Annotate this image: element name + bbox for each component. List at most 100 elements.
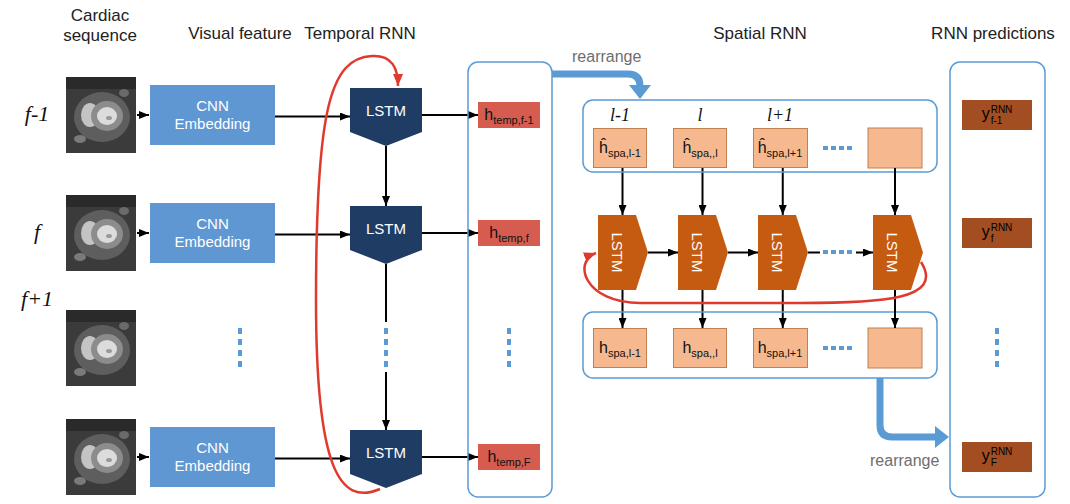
rearrange-arrow bbox=[880, 378, 936, 437]
column-heading: Spatial RNN bbox=[695, 24, 825, 44]
flow-arrow bbox=[275, 234, 350, 236]
symbol-base: h bbox=[487, 448, 496, 465]
rearrange-arrowhead bbox=[935, 426, 949, 448]
node-text: htemp,F bbox=[487, 448, 530, 466]
pentagon-outline bbox=[873, 215, 923, 290]
input-arrow bbox=[137, 114, 149, 116]
ellipsis-dots bbox=[384, 328, 388, 367]
symbol-subscript: spa,l+1 bbox=[767, 347, 803, 359]
ellipsis-dots bbox=[823, 250, 852, 254]
flow-arrow bbox=[782, 290, 784, 328]
node-text: hspa,l-1 bbox=[599, 339, 641, 357]
spatial-lstm-cell: LSTM bbox=[873, 215, 923, 290]
symbol-superscript: RNN bbox=[991, 446, 1013, 457]
cardiac-mri-frame bbox=[66, 310, 136, 386]
hidden-state-panel bbox=[468, 62, 552, 497]
node-text: ĥspa,l+1 bbox=[758, 139, 803, 157]
spatial-lstm-cell: LSTM bbox=[678, 215, 728, 290]
node-text: yRNNf bbox=[982, 222, 1013, 244]
flow-arrow bbox=[422, 114, 478, 116]
node-text: htemp,f bbox=[489, 224, 528, 242]
symbol-base: y bbox=[982, 447, 990, 464]
spatial-state-box: ĥspa,l-1 bbox=[593, 128, 647, 168]
symbol-base: ĥ bbox=[682, 139, 691, 156]
temporal-hidden-state: htemp,f-1 bbox=[478, 102, 540, 128]
cnn-embedding-box: CNN Embedding bbox=[150, 427, 275, 487]
spatial-state-box: hspa,l+1 bbox=[753, 328, 808, 368]
temporal-hidden-state: htemp,f bbox=[478, 220, 540, 246]
cardiac-mri-frame bbox=[66, 419, 136, 495]
rearrange-label: rearrange bbox=[572, 48, 662, 66]
symbol-subscript: spa,,l bbox=[691, 347, 717, 359]
ellipsis-patch bbox=[378, 322, 394, 372]
flow-arrow bbox=[728, 252, 758, 254]
pentagon-outline bbox=[598, 215, 648, 290]
spatial-input-panel bbox=[583, 100, 937, 172]
flow-arrow bbox=[702, 168, 704, 215]
index-stack: RNNf bbox=[991, 222, 1013, 244]
pentagon-outline bbox=[678, 215, 728, 290]
index-stack: RNNf-1 bbox=[991, 104, 1013, 126]
flow-arrow bbox=[648, 252, 678, 254]
flow-arrow bbox=[275, 458, 350, 460]
flow-arrow bbox=[275, 116, 350, 118]
symbol-base: y bbox=[982, 105, 990, 122]
node-text: ĥspa,l-1 bbox=[599, 139, 641, 157]
node-text: CNN Embedding bbox=[170, 97, 255, 133]
flow-arrow bbox=[702, 290, 704, 328]
node-text: LSTM bbox=[366, 444, 406, 461]
node-text: htemp,f-1 bbox=[484, 106, 533, 124]
node-text: LSTM bbox=[366, 102, 406, 119]
symbol-subscript: spa,,l bbox=[691, 147, 717, 159]
symbol-superscript: RNN bbox=[991, 222, 1013, 233]
symbol-subscript: temp,f-1 bbox=[493, 114, 533, 126]
spatial-state-box: ĥspa,,l bbox=[673, 128, 727, 168]
flow-arrow bbox=[385, 146, 387, 206]
column-heading: Visual feature bbox=[175, 24, 305, 44]
pentagon-outline bbox=[758, 215, 808, 290]
slice-index: l+1 bbox=[755, 105, 805, 126]
spatial-state-box: hspa,,l bbox=[673, 328, 727, 368]
node-text: LSTM bbox=[769, 232, 786, 272]
symbol-base: h bbox=[758, 339, 767, 356]
frame-index: f-1 bbox=[12, 101, 62, 127]
frame-index: f+1 bbox=[12, 286, 62, 312]
symbol-subscript: temp,f bbox=[498, 232, 529, 244]
prediction-box: yRNNF bbox=[962, 442, 1032, 472]
symbol-base: h bbox=[599, 339, 608, 356]
pentagon-outline bbox=[350, 88, 422, 146]
symbol-subscript: spa,l-1 bbox=[608, 347, 641, 359]
spatial-state-box: hspa,l-1 bbox=[593, 328, 647, 368]
flow-arrow bbox=[782, 168, 784, 215]
prediction-box: yRNNf bbox=[962, 218, 1032, 248]
empty-state-box bbox=[868, 128, 922, 168]
symbol-subscript: F bbox=[991, 457, 1013, 468]
temporal-lstm-cell: LSTM bbox=[350, 88, 422, 146]
rearrange-arrow bbox=[552, 74, 640, 86]
node-text: ĥspa,,l bbox=[682, 139, 717, 157]
symbol-subscript: f-1 bbox=[991, 115, 1013, 126]
column-heading: RNN predictions bbox=[921, 24, 1065, 44]
temporal-hidden-state: htemp,F bbox=[478, 444, 540, 470]
flow-arrow bbox=[422, 232, 478, 234]
cardiac-mri-frame bbox=[66, 195, 136, 271]
column-heading: Cardiac sequence bbox=[50, 6, 150, 46]
node-text: CNN Embedding bbox=[170, 439, 255, 475]
cnn-embedding-box: CNN Embedding bbox=[150, 203, 275, 263]
input-arrow bbox=[894, 168, 896, 215]
cardiac-mri-frame bbox=[66, 77, 136, 153]
rearrange-arrowhead bbox=[629, 85, 651, 99]
empty-state-box bbox=[868, 328, 922, 368]
prediction-panel bbox=[950, 62, 1045, 497]
pentagon-outline bbox=[350, 206, 422, 264]
spatial-lstm-cell: LSTM bbox=[598, 215, 648, 290]
node-text: CNN Embedding bbox=[170, 215, 255, 251]
node-text: hspa,,l bbox=[682, 339, 717, 357]
ellipsis-dots bbox=[238, 146, 999, 367]
cnn-embedding-box: CNN Embedding bbox=[150, 85, 275, 145]
ellipsis-patch bbox=[820, 244, 856, 261]
node-text: LSTM bbox=[366, 220, 406, 237]
symbol-base: h bbox=[484, 106, 493, 123]
index-stack: RNNF bbox=[991, 446, 1013, 468]
flow-arrow bbox=[622, 290, 624, 328]
